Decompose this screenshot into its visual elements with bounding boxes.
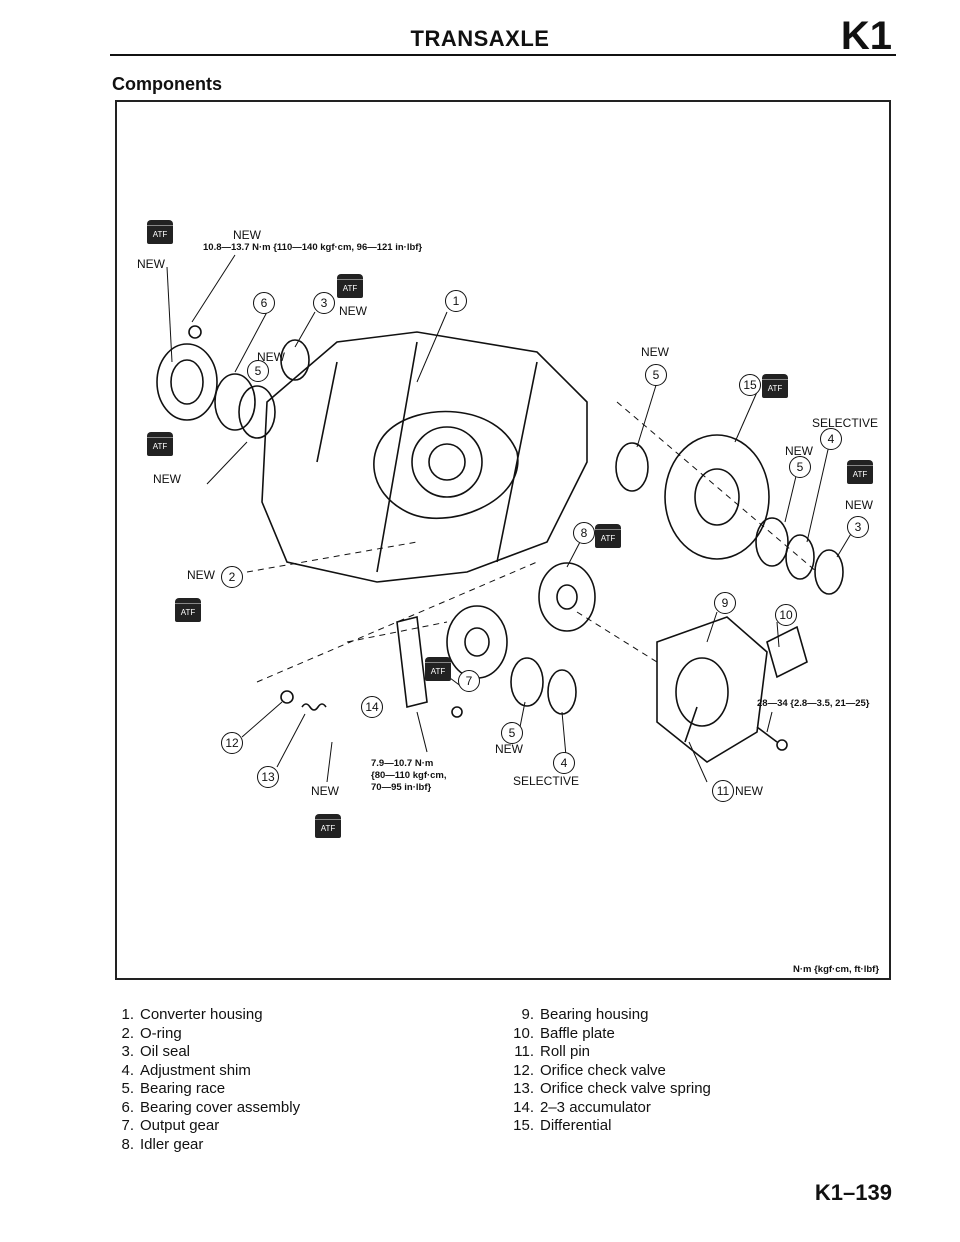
exploded-view-figure: ATF ATF ATF ATF ATF ATF ATF ATF ATF NEW … <box>115 100 891 980</box>
section-code: K1 <box>840 14 892 58</box>
list-item: 2.O-ring <box>121 1024 182 1042</box>
list-item: 1.Converter housing <box>121 1006 263 1023</box>
selective-label: SELECTIVE <box>812 416 879 430</box>
callout-14: 14 <box>361 696 383 718</box>
new-label: NEW <box>339 304 367 318</box>
callout-13: 13 <box>257 766 279 788</box>
idler-gear-shape <box>538 562 596 632</box>
atf-icon: ATF <box>337 274 363 298</box>
list-item: 5.Bearing race <box>121 1080 226 1097</box>
callout-5: 5 <box>789 456 811 478</box>
callout-5: 5 <box>645 364 667 386</box>
oil-seal-shape <box>280 339 310 381</box>
parts-list-left: 1.Converter housing 2.O-ring 3.Oil seal … <box>100 1006 300 1154</box>
new-label: NEW <box>137 257 165 271</box>
list-item: 12.Orifice check valve <box>513 1061 666 1079</box>
atf-icon: ATF <box>175 598 201 622</box>
callout-3: 3 <box>313 292 335 314</box>
new-label: NEW <box>233 228 261 242</box>
callout-5: 5 <box>247 360 269 382</box>
bearing-race-left-shape <box>214 373 256 431</box>
atf-icon: ATF <box>147 432 173 456</box>
callout-6: 6 <box>253 292 275 314</box>
atf-icon: ATF <box>762 374 788 398</box>
new-label: NEW <box>311 784 339 798</box>
callout-9: 9 <box>714 592 736 614</box>
bearing-cover-assembly-shape <box>156 343 218 421</box>
callout-2: 2 <box>221 566 243 588</box>
list-item: 7.Output gear <box>121 1117 220 1134</box>
torque-accumulator-line3: 70—95 in·lbf} <box>371 782 432 793</box>
list-item: 15.Differential <box>513 1117 612 1134</box>
callout-3: 3 <box>847 516 869 538</box>
callout-8: 8 <box>573 522 595 544</box>
new-label: NEW <box>785 444 813 458</box>
parts-list-right: 9.Bearing housing 10.Baffle plate 11.Rol… <box>500 1006 711 1136</box>
callout-12: 12 <box>221 732 243 754</box>
list-item: 6.Bearing cover assembly <box>121 1098 301 1116</box>
orifice-check-valve-shape <box>280 690 294 704</box>
new-label: NEW <box>641 345 669 359</box>
bearing-housing-shape <box>656 616 768 763</box>
atf-icon: ATF <box>315 814 341 838</box>
list-item: 3.Oil seal <box>121 1043 191 1060</box>
atf-icon: ATF <box>425 657 451 681</box>
converter-housing-outline <box>261 331 588 583</box>
adjustment-shim-right <box>785 534 815 580</box>
new-label: NEW <box>735 784 763 798</box>
callout-7: 7 <box>458 670 480 692</box>
list-item: 13.Orifice check valve spring <box>513 1080 711 1097</box>
page-number: K1–139 <box>814 1180 892 1205</box>
atf-icon: ATF <box>847 460 873 484</box>
page-header-title: TRANSAXLE <box>410 26 550 51</box>
callout-1: 1 <box>445 290 467 312</box>
accumulator-shape <box>396 616 428 708</box>
list-item: 9.Bearing housing <box>521 1006 649 1023</box>
callout-10: 10 <box>775 604 797 626</box>
new-label: NEW <box>845 498 873 512</box>
bearing-race-right-shape <box>615 442 649 492</box>
baffle-plate-shape <box>766 625 808 679</box>
bolt-shape <box>756 726 778 743</box>
converter-housing-bore <box>373 410 519 520</box>
list-item: 11.Roll pin <box>514 1043 591 1060</box>
units-note: N·m {kgf·cm, ft·lbf} <box>793 964 880 975</box>
atf-icon: ATF <box>595 524 621 548</box>
callout-4: 4 <box>820 428 842 450</box>
header-rule <box>110 54 896 56</box>
list-item: 8.Idler gear <box>121 1135 204 1153</box>
orifice-spring-shape <box>301 703 327 711</box>
callout-15: 15 <box>739 374 761 396</box>
exploded-view-drawing <box>156 254 853 783</box>
callout-5: 5 <box>501 722 523 744</box>
section-heading: Components <box>112 74 222 94</box>
selective-label: SELECTIVE <box>513 774 580 788</box>
output-gear-shape <box>446 605 508 679</box>
differential-ring-gear <box>664 434 770 560</box>
list-item: 4.Adjustment shim <box>121 1061 251 1079</box>
new-label: NEW <box>495 742 523 756</box>
torque-baffle-plate: 28—34 {2.8—3.5, 21—25} <box>757 698 870 709</box>
torque-bearing-cover: 10.8—13.7 N·m {110—140 kgf·cm, 96—121 in… <box>203 242 423 253</box>
callout-4: 4 <box>553 752 575 774</box>
new-label: NEW <box>153 472 181 486</box>
list-item: 14.2–3 accumulator <box>513 1098 651 1116</box>
oil-seal-right <box>814 549 844 595</box>
new-label: NEW <box>257 350 285 364</box>
torque-accumulator-line2: {80—110 kgf·cm, <box>371 770 447 781</box>
atf-icon: ATF <box>147 220 173 244</box>
callout-11: 11 <box>712 780 734 802</box>
torque-accumulator-line1: 7.9—10.7 N·m <box>371 758 434 769</box>
new-label: NEW <box>187 568 215 582</box>
roll-pin-shape <box>684 706 698 743</box>
list-item: 10.Baffle plate <box>513 1024 615 1042</box>
